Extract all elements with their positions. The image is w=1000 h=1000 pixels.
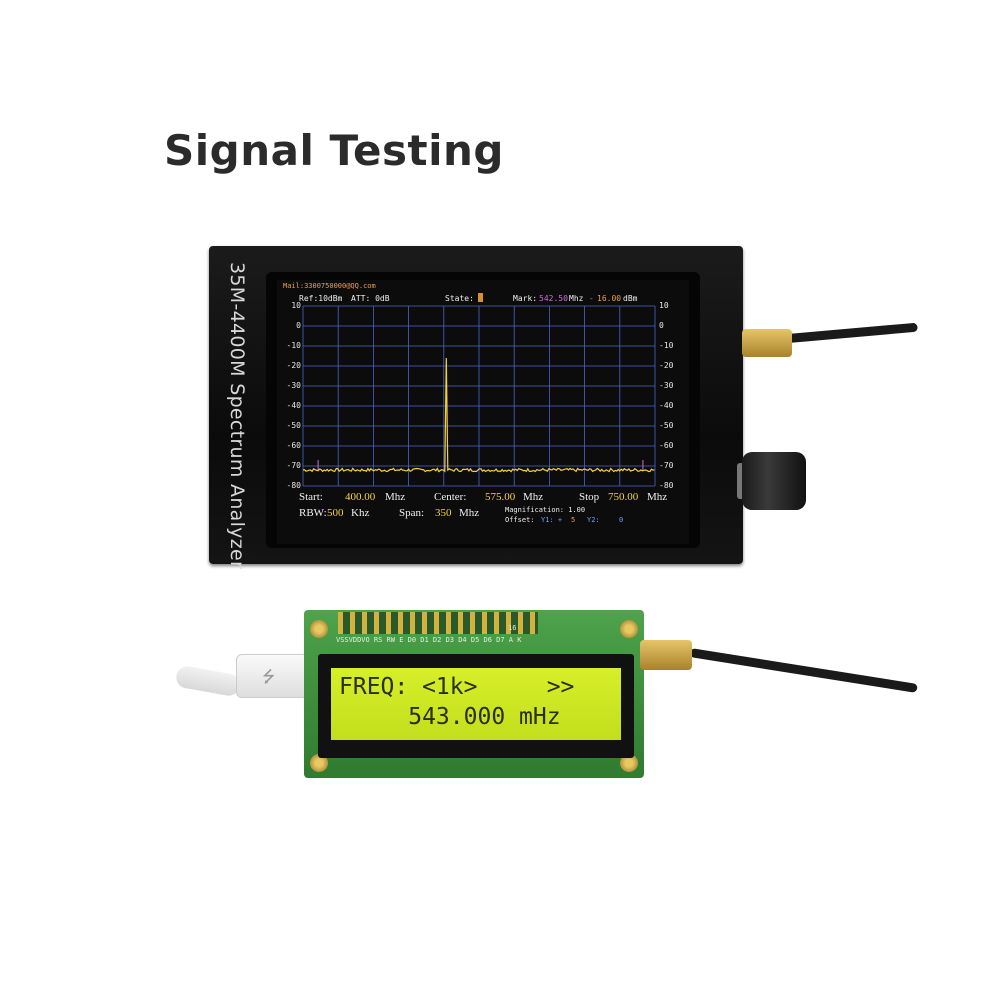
lcd-line-1: FREQ: <1k> >> (339, 674, 575, 700)
mark-unit: Mhz (569, 294, 584, 303)
rotary-knob[interactable] (742, 452, 806, 510)
start-value: 400.00 (345, 491, 376, 503)
y2-value: 0 (619, 516, 624, 524)
y-tick-label-right: 0 (659, 321, 664, 330)
y-tick-label-right: -60 (659, 441, 674, 450)
y-tick-label-right: -10 (659, 341, 674, 350)
screw-top-right (620, 620, 638, 638)
center-label: Center: (434, 491, 467, 503)
state-indicator (478, 293, 483, 302)
span-unit: Mhz (459, 507, 480, 519)
usb-cable (174, 664, 242, 698)
y-tick-label-left: -70 (286, 461, 301, 470)
mark-frequency: 542.50 (539, 294, 568, 303)
email-text: Mail:3300750000@QQ.com (283, 282, 376, 290)
y-tick-label-left: -50 (286, 421, 301, 430)
y-tick-label-right: -70 (659, 461, 674, 470)
usb-icon: ⭍ (262, 667, 276, 686)
start-unit: Mhz (385, 491, 406, 503)
center-unit: Mhz (523, 491, 544, 503)
analyzer-side-label: 35M-4400M Spectrum Analyzer (226, 262, 248, 570)
offset-label: Offset: (505, 516, 535, 524)
screw-bottom-right (620, 754, 638, 772)
magnification: Magnification: 1.00 (505, 506, 586, 514)
y1-value: 5 (571, 516, 576, 524)
span-value: 350 (435, 507, 452, 519)
lcd-display: FREQ: <1k> >> 543.000 mHz (331, 668, 621, 740)
attenuation: ATT: 0dB (351, 294, 390, 303)
y-tick-label-right: 10 (659, 301, 669, 310)
y-tick-label-right: -50 (659, 421, 674, 430)
y-tick-label-left: -20 (286, 361, 301, 370)
y1-label: Y1: + (541, 516, 563, 524)
y2-label: Y2: (587, 516, 600, 524)
rf-cable-analyzer (787, 322, 918, 343)
screw-bottom-left (310, 754, 328, 772)
spectrum-plot (302, 305, 656, 487)
ref-level: Ref:10dBm (299, 294, 343, 303)
sma-connector-meter (640, 640, 692, 670)
sma-connector-analyzer (742, 329, 792, 357)
mark-level: 16.00 (597, 294, 622, 303)
y-tick-label-left: -60 (286, 441, 301, 450)
y-tick-label-left: -30 (286, 381, 301, 390)
plot-grid (302, 305, 656, 487)
page-title: Signal Testing (164, 126, 504, 175)
usb-plug (236, 654, 310, 698)
pcb-header-number: 16 (508, 624, 517, 632)
y-tick-label-left: 10 (291, 301, 301, 310)
pin-header (338, 612, 538, 634)
rbw-label: RBW: (299, 507, 327, 519)
rf-cable-meter (689, 648, 918, 693)
rbw-value: 500 (327, 507, 344, 519)
y-tick-label-left: -80 (286, 481, 301, 490)
screw-top-left (310, 620, 328, 638)
state-label: State: (445, 294, 474, 303)
y-tick-label-right: -80 (659, 481, 674, 490)
stop-value: 750.00 (608, 491, 639, 503)
lcd-line-2: 543.000 mHz (339, 704, 561, 730)
stop-label: Stop (579, 491, 600, 503)
stop-unit: Mhz (647, 491, 668, 503)
y-tick-label-left: -40 (286, 401, 301, 410)
center-value: 575.00 (485, 491, 516, 503)
spectrum-trace (302, 357, 655, 473)
start-label: Start: (299, 491, 323, 503)
y-tick-label-right: -40 (659, 401, 674, 410)
rbw-unit: Khz (351, 507, 370, 519)
y-tick-label-left: -10 (286, 341, 301, 350)
y-tick-label-right: -30 (659, 381, 674, 390)
mark-separator: - (589, 294, 594, 303)
mark-label: Mark: (513, 294, 538, 303)
pcb-pin-labels: VSSVDDVO RS RW E D0 D1 D2 D3 D4 D5 D6 D7… (336, 636, 522, 644)
span-label: Span: (399, 507, 425, 519)
mark-level-unit: dBm (623, 294, 638, 303)
y-tick-label-left: 0 (296, 321, 301, 330)
y-tick-label-right: -20 (659, 361, 674, 370)
analyzer-screen: Mail:3300750000@QQ.com Ref:10dBm ATT: 0d… (277, 280, 689, 544)
